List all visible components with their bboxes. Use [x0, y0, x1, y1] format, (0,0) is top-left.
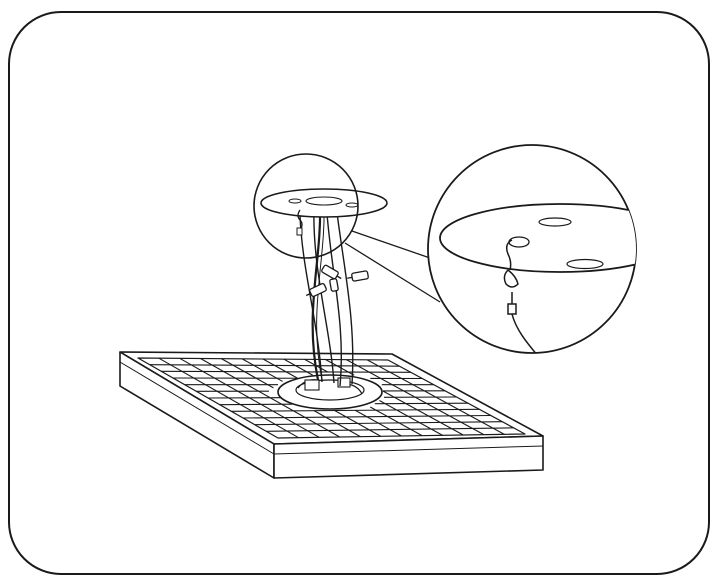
detail-content: [439, 203, 636, 353]
grid-line-horizontal: [374, 402, 468, 405]
grid-line-horizontal: [254, 421, 503, 426]
grid-line-vertical: [366, 359, 505, 435]
central-hub: [277, 374, 383, 410]
grid-line-vertical: [382, 390, 464, 436]
callout-connector-lines: [344, 230, 441, 303]
detail-hook: [503, 239, 539, 353]
detail-ceiling-plate: [439, 203, 636, 273]
rounded-frame: [8, 11, 710, 575]
detail-magnifier-circle: [253, 153, 359, 259]
grid-line-vertical: [283, 358, 313, 376]
grid-line-vertical: [262, 358, 298, 379]
grid-line-vertical: [369, 406, 423, 437]
ceiling-plate: [260, 188, 388, 236]
grid-line-vertical: [325, 359, 355, 376]
grid-line-horizontal: [266, 427, 514, 432]
grid-line-vertical: [241, 358, 283, 382]
panel-grid-lines: [149, 357, 514, 439]
wire-connectors: [305, 264, 369, 297]
grid-line-vertical: [221, 358, 274, 389]
